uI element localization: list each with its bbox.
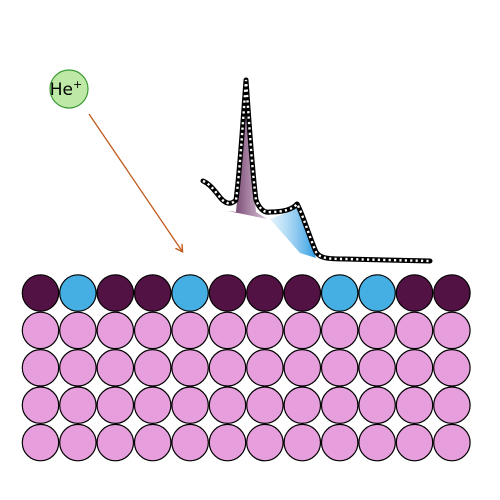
- bulk-atom: [96, 423, 135, 462]
- bulk-atom: [320, 386, 359, 425]
- bulk-atom: [21, 348, 60, 387]
- bulk-atom: [433, 311, 471, 350]
- helium-ion-circle: [49, 69, 89, 109]
- surface-atom-dark: [246, 274, 284, 312]
- bulk-atom: [283, 423, 322, 462]
- atom-lattice: [21, 274, 471, 462]
- bulk-atom: [358, 311, 396, 350]
- bulk-atom: [21, 386, 60, 425]
- surface-atom-light: [320, 274, 359, 312]
- surface-atom-dark: [21, 274, 60, 312]
- bulk-atom: [246, 386, 284, 425]
- bulk-atom: [358, 386, 396, 425]
- bulk-atom: [59, 386, 97, 425]
- bulk-atom: [59, 311, 97, 350]
- surface-atom-light: [59, 274, 97, 312]
- bulk-atom: [21, 311, 60, 350]
- surface-atom-dark: [96, 274, 135, 312]
- bulk-atom: [246, 311, 284, 350]
- helium-ion-symbol: He: [50, 80, 73, 100]
- surface-atom-dark: [395, 274, 434, 312]
- bulk-atom: [133, 311, 172, 350]
- helium-ion-label: He+: [50, 78, 82, 100]
- bulk-atom: [395, 386, 434, 425]
- bulk-atom: [395, 348, 434, 387]
- surface-atom-dark: [133, 274, 172, 312]
- surface-atom-light: [358, 274, 396, 312]
- helium-ion: He+: [49, 69, 89, 109]
- bulk-atom: [433, 348, 471, 387]
- bulk-atom: [133, 348, 172, 387]
- bulk-atom: [208, 423, 247, 462]
- surface-atom-dark: [283, 274, 322, 312]
- bulk-atom: [171, 423, 209, 462]
- surface-atom-light: [171, 274, 209, 312]
- bulk-atom: [96, 311, 135, 350]
- bulk-atom: [320, 423, 359, 462]
- bulk-atom: [59, 423, 97, 462]
- bulk-atom: [320, 311, 359, 350]
- energy-spectrum: [200, 77, 433, 264]
- bulk-atom: [433, 386, 471, 425]
- bulk-atom: [133, 386, 172, 425]
- bulk-atom: [96, 348, 135, 387]
- helium-ion-charge: +: [73, 78, 82, 91]
- bulk-atom: [171, 348, 209, 387]
- bulk-atom: [171, 386, 209, 425]
- bulk-atom: [171, 311, 209, 350]
- bulk-atom: [21, 423, 60, 462]
- bulk-atom: [59, 348, 97, 387]
- spectrum-peak-dark-fill: [228, 80, 267, 219]
- incident-trajectory-arrow: [88, 113, 182, 251]
- surface-atom-dark: [433, 274, 471, 312]
- bulk-atom: [358, 423, 396, 462]
- bulk-atom: [358, 348, 396, 387]
- bulk-atom: [208, 386, 247, 425]
- bulk-atom: [395, 311, 434, 350]
- bulk-atom: [395, 423, 434, 462]
- spectrum-line: [200, 77, 433, 264]
- surface-atom-dark: [208, 274, 247, 312]
- bulk-atom: [246, 423, 284, 462]
- bulk-atom: [208, 311, 247, 350]
- bulk-atom: [283, 386, 322, 425]
- bulk-atom: [96, 386, 135, 425]
- bulk-atom: [433, 423, 471, 462]
- bulk-atom: [320, 348, 359, 387]
- bulk-atom: [283, 311, 322, 350]
- bulk-atom: [246, 348, 284, 387]
- spectrum-peak-light-fill: [270, 207, 316, 258]
- bulk-atom: [283, 348, 322, 387]
- bulk-atom: [208, 348, 247, 387]
- bulk-atom: [133, 423, 172, 462]
